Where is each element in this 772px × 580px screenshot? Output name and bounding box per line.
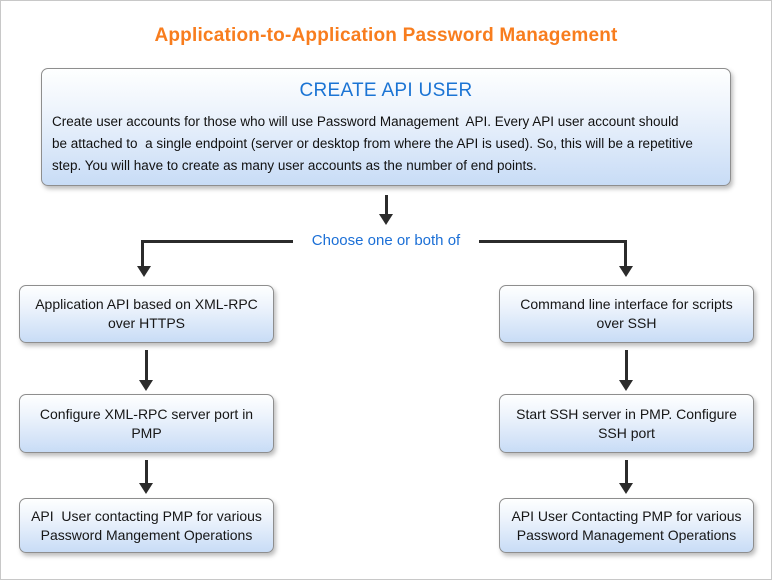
connector-line-vertical (625, 350, 628, 381)
connector-line-vertical (145, 350, 148, 381)
step-box-label: Application API based on XML-RPC over HT… (35, 296, 258, 331)
down-arrow-icon (379, 214, 393, 225)
step-box-start-ssh-server: Start SSH server in PMP. Configure SSH p… (499, 394, 754, 453)
down-arrow-icon (619, 483, 633, 494)
connector-line-vertical (145, 460, 148, 484)
down-arrow-icon (139, 483, 153, 494)
create-box-body: Create user accounts for those who will … (42, 111, 730, 177)
create-api-user-box: CREATE API USER Create user accounts for… (41, 68, 731, 186)
page-title: Application-to-Application Password Mana… (154, 25, 618, 46)
down-arrow-icon (139, 380, 153, 391)
step-box-label: Configure XML-RPC server port in PMP (39, 405, 254, 441)
down-arrow-icon (619, 266, 633, 277)
create-box-body-line: be attached to a single endpoint (server… (52, 136, 693, 151)
down-arrow-icon (619, 380, 633, 391)
connector-line-right-drop (624, 240, 627, 267)
create-box-body-line: step. You will have to create as many us… (52, 158, 537, 173)
step-box-label: Start SSH server in PMP. Configure SSH p… (516, 405, 737, 441)
connector-line-left-drop (141, 240, 144, 267)
create-box-heading: CREATE API USER (299, 80, 473, 101)
connector-line-vertical (385, 195, 388, 216)
choose-label: Choose one or both of (293, 232, 479, 249)
connector-line-horizontal-left (141, 240, 294, 243)
step-box-label: Command line interface for scripts over … (520, 296, 733, 331)
create-box-body-line: Create user accounts for those who will … (52, 114, 679, 129)
step-box-cli-ssh: Command line interface for scripts over … (499, 285, 754, 343)
connector-line-vertical (625, 460, 628, 484)
step-box-xmlrpc-api: Application API based on XML-RPC over HT… (19, 285, 274, 343)
step-box-label: API User Contacting PMP for various Pass… (511, 507, 742, 543)
connector-line-horizontal-right (478, 240, 627, 243)
step-box-configure-xmlrpc-port: Configure XML-RPC server port in PMP (19, 394, 274, 453)
step-box-label: API User contacting PMP for various Pass… (31, 507, 262, 543)
step-box-api-user-contact-right: API User Contacting PMP for various Pass… (499, 498, 754, 553)
down-arrow-icon (137, 266, 151, 277)
step-box-api-user-contact-left: API User contacting PMP for various Pass… (19, 498, 274, 553)
